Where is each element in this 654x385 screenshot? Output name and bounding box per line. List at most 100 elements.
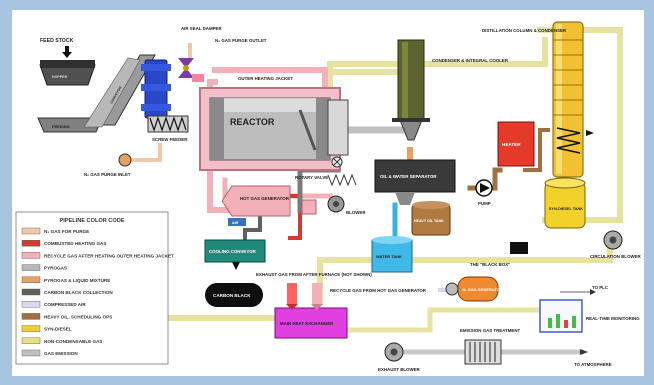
air-seal-damper	[178, 58, 204, 82]
exhaust-inlet-arrow-pink	[311, 304, 323, 310]
legend-swatch	[21, 301, 41, 308]
label-recycle-gas: RECYCLE GAS FROM HOT GAS GENERATOR	[330, 288, 427, 293]
label-n2-purge-outlet: N₂ GAS PURGE OUTLET	[215, 38, 267, 43]
legend-swatch	[21, 276, 41, 283]
screw-feeder-band2	[141, 84, 171, 91]
monitoring-screen	[539, 289, 596, 333]
circulation-blower-hub	[609, 236, 617, 244]
legend-item-label: CARBON BLACK COLLECTION	[44, 290, 113, 295]
reactor-endcap-right	[316, 98, 330, 160]
feed-section	[37, 46, 156, 133]
exhaust-inlet-arrow-red	[286, 304, 298, 310]
reactor-blower	[327, 195, 345, 213]
label-heavy-oil-tank: HEAVY OIL TANK	[414, 219, 444, 223]
black-box	[510, 242, 528, 254]
pipe-heater-to-column	[523, 128, 550, 172]
syn-diesel-tank-top	[544, 177, 586, 189]
separator-body	[374, 159, 456, 193]
legend-item-label: N₂ GAS FOR PURGE	[44, 229, 89, 234]
label-n2-purge-inlet: N₂ GAS PURGE INLET	[84, 172, 131, 177]
legend-item-label: NON-CONDENSABLE GAS	[44, 339, 102, 344]
exhaust-inlet-pink	[312, 283, 322, 305]
label-condenser: CONDENSER & INTEGRAL COOLER	[432, 58, 509, 63]
n2-inlet-valve	[118, 153, 132, 167]
distillation-column	[552, 21, 594, 178]
label-real-time-monitoring: REAL-TIME MONITORING	[586, 316, 640, 321]
legend-swatch	[21, 252, 41, 259]
monitor-bar-4	[572, 316, 576, 328]
reactor-outlet-chamber	[327, 99, 349, 156]
circulation-blower	[603, 230, 623, 250]
plc-arrow	[590, 289, 596, 295]
condenser-flange	[392, 118, 430, 122]
label-black-box: THE "BLACK BOX"	[470, 262, 510, 267]
label-feed-stock: FEED STOCK	[40, 38, 74, 44]
feed-arrow	[62, 52, 72, 58]
condenser	[392, 39, 430, 141]
pump-arrow	[480, 183, 490, 193]
label-hot-gas-generator: HOT GAS GENERATOR	[240, 196, 290, 201]
label-screw-feeder: SCREW FEEDER	[152, 137, 188, 142]
column-outlet-arrow	[586, 130, 594, 136]
screw-feeder	[141, 59, 189, 133]
hopper-rim	[40, 60, 95, 68]
separator-drain	[395, 192, 415, 205]
labels: FEED STOCK HOPPER FEEDING CONVEYOR AIR S…	[40, 26, 641, 372]
reactor-internal-flight	[298, 109, 317, 151]
carbon-black-bin	[205, 283, 263, 307]
label-main-heat-exchanger: MAIN HEAT EXCHANGER	[280, 321, 334, 326]
conveyor-belt	[83, 57, 141, 128]
damper-bottom	[178, 68, 194, 78]
label-pump: PUMP	[478, 201, 491, 206]
legend-swatch	[21, 349, 41, 357]
label-heater: HEATER	[502, 142, 521, 147]
legend: PIPELINE COLOR CODE N₂ GAS FOR PURGECOMB…	[15, 211, 174, 365]
air-inlet-box	[228, 218, 246, 226]
legend-swatch	[21, 264, 41, 271]
label-to-atmosphere: TO ATMOSPHERE	[574, 362, 612, 367]
feed-arrow-stem	[65, 46, 69, 54]
legend-title: PIPELINE COLOR CODE	[60, 218, 125, 224]
reactor-highlight	[210, 98, 330, 112]
reactor-assembly	[199, 87, 357, 187]
label-outer-heating-jacket: OUTER HEATING JACKET	[238, 76, 293, 81]
screw-auger	[149, 116, 187, 132]
label-air: AIR	[232, 221, 239, 225]
condenser-column	[397, 39, 425, 121]
n2-generator-compressor	[445, 282, 459, 296]
heat-exchanger-body	[274, 307, 348, 339]
label-circulation-blower: CIRCULATION BLOWER	[590, 254, 641, 259]
n2-generator	[445, 276, 499, 302]
heavy-oil-tank-top	[412, 201, 450, 209]
exhaust-inlet-red	[287, 283, 297, 305]
label-distillation-column: DISTILLATION COLUMN & CONDENSER	[482, 28, 567, 33]
legend-swatch	[21, 239, 41, 247]
monitor-bar-2	[556, 314, 560, 328]
damper-top	[178, 58, 194, 68]
hot-gas-generator-body	[221, 185, 291, 217]
label-hopper: HOPPER	[52, 75, 68, 79]
legend-item-label: PYROGAS & LIQUID MIXTURE	[44, 278, 110, 283]
column-shine	[556, 24, 562, 174]
label-exhaust-gas: EXHAUST GAS FROM AFTER FURNACE (NOT SHOW…	[256, 272, 372, 277]
pipe-n2-inlet	[128, 143, 162, 162]
legend-swatch	[21, 227, 41, 235]
feeding-bin	[37, 117, 103, 133]
water-tank-body	[371, 239, 413, 273]
label-water-tank: WATER TANK	[376, 254, 402, 259]
legend-swatch	[21, 337, 41, 344]
oil-water-separator	[374, 159, 456, 205]
main-heat-exchanger	[274, 283, 348, 339]
label-emission-gas-treatment: EMISSION GAS TREATMENT	[460, 328, 520, 333]
column-condenser-coil	[556, 127, 581, 154]
emission-treatment	[464, 339, 588, 365]
label-air-seal-damper: AIR SEAL DAMPER	[181, 26, 222, 31]
emission-filter-lines	[469, 342, 496, 362]
pump	[475, 179, 493, 197]
legend-swatch	[21, 288, 41, 296]
legend-box	[15, 211, 169, 365]
label-feeding: FEEDING	[52, 124, 70, 129]
legend-item-label: SYN-DIESEL	[44, 327, 72, 332]
carbon-screw	[327, 173, 357, 187]
